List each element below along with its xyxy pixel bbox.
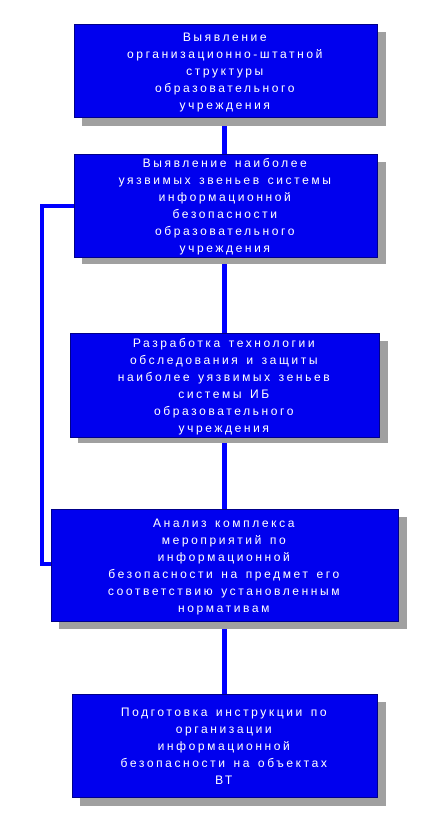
loop-top-segment: [40, 204, 74, 208]
connector-1-2: [222, 118, 227, 156]
step-5-text: Подготовка инструкции по организации инф…: [120, 704, 330, 787]
step-5-box: Подготовка инструкции по организации инф…: [72, 694, 378, 798]
step-3-box: Разработка технологии обследования и защ…: [70, 333, 380, 438]
connector-4-5: [222, 622, 227, 695]
loop-bottom-segment: [40, 562, 52, 566]
step-1-box: Выявление организационно-штатной структу…: [74, 24, 378, 118]
step-3-text: Разработка технологии обследования и защ…: [117, 335, 333, 435]
connector-3-4: [222, 438, 227, 510]
step-2-box: Выявление наиболее уязвимых звеньев сист…: [74, 154, 378, 258]
loop-vertical-segment: [40, 204, 44, 566]
step-2-text: Выявление наиболее уязвимых звеньев сист…: [118, 156, 334, 255]
step-4-text: Анализ комплекса мероприятий по информац…: [107, 515, 343, 615]
step-1-text: Выявление организационно-штатной структу…: [127, 29, 325, 112]
connector-2-3: [222, 258, 227, 334]
step-4-box: Анализ комплекса мероприятий по информац…: [51, 509, 399, 622]
